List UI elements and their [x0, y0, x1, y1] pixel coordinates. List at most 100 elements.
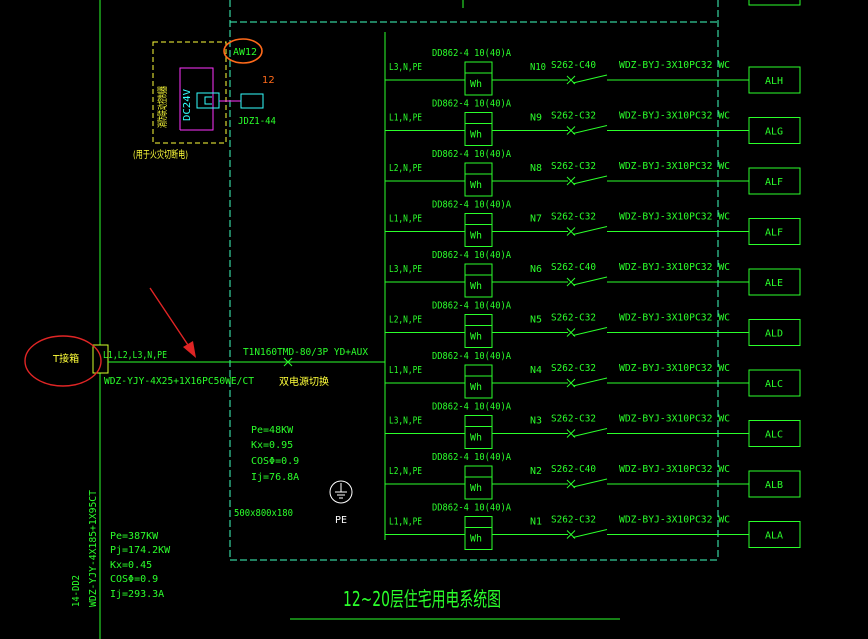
meter-label: DD862-4 10(40)A: [432, 452, 511, 463]
circuit-phase-label: L1,N,PE: [389, 113, 422, 124]
breaker-mark: [566, 126, 576, 135]
feeder-id: 14-DD2: [71, 575, 82, 607]
breaker-label: S262-C32: [551, 313, 596, 324]
meter-body: [464, 516, 493, 550]
load-box: [748, 66, 801, 94]
meter-unit: Wh: [470, 231, 482, 242]
breaker-mark: [566, 479, 576, 489]
meter-body: [464, 314, 493, 348]
switch-blade: [572, 529, 608, 538]
t-junction-box: [92, 344, 109, 374]
main-breaker-note: 双电源切换: [279, 375, 329, 388]
feeder-load-ij: Ij=293.3A: [110, 589, 164, 600]
circuit-id: N8: [530, 163, 542, 174]
circuit-phase-label: L2,N,PE: [389, 163, 422, 174]
meter-icon: Wh: [464, 415, 493, 449]
load-label: ALC: [765, 379, 783, 390]
load-label: ALF: [765, 228, 783, 239]
load-label: ALE: [765, 278, 783, 289]
feeder-load-kx: Kx=0.45: [110, 560, 152, 571]
circuit-cable-label: WDZ-BYJ-3X10PC32 WC: [619, 60, 730, 71]
box-load-cos: COSΦ=0.9: [251, 456, 299, 467]
pe-label: PE: [335, 515, 347, 526]
meter-unit: Wh: [470, 483, 482, 494]
breaker-label: S262-C40: [551, 464, 596, 475]
meter-unit: Wh: [470, 534, 482, 545]
breaker-label: S262-C32: [551, 515, 596, 526]
fire-control-module: [152, 41, 264, 144]
relay-box: [240, 93, 264, 109]
meter-label: DD862-4 10(40)A: [432, 99, 511, 110]
switch-blade: [572, 74, 608, 84]
meter-unit: Wh: [470, 79, 482, 90]
breaker-label: S262-C32: [551, 414, 596, 425]
load-box: [748, 470, 801, 498]
meter-unit: Wh: [470, 180, 482, 191]
switch-blade: [572, 125, 608, 134]
meter-label: DD862-4 10(40)A: [432, 48, 511, 59]
circuit-phase-label: L3,N,PE: [389, 416, 422, 427]
load-box: [748, 420, 801, 447]
markup-circle: [223, 38, 263, 64]
upper-drawing-fragment: [462, 0, 801, 8]
breaker-mark: [566, 227, 576, 236]
circuit-phase-label: L2,N,PE: [389, 315, 422, 326]
load-label: ALA: [765, 531, 783, 542]
feeder-cable: WDZ-YJY-4X185+1X95CT: [88, 490, 99, 607]
circuit-cable-label: WDZ-BYJ-3X10PC32 WC: [619, 313, 730, 324]
breaker-label: S262-C40: [551, 60, 596, 71]
breaker-label: S262-C32: [551, 161, 596, 172]
circuit-cable-label: WDZ-BYJ-3X10PC32 WC: [619, 363, 730, 374]
load-box: [748, 521, 801, 548]
load-label: ALB: [765, 480, 783, 491]
breaker-mark: [566, 75, 576, 85]
feeder-load-cos: COSΦ=0.9: [110, 574, 158, 585]
circuit-id: N7: [530, 214, 542, 225]
breaker-label: S262-C40: [551, 262, 596, 273]
meter-label: DD862-4 10(40)A: [432, 301, 511, 312]
meter-icon: Wh: [464, 112, 493, 146]
circuit-phase-label: L1,N,PE: [389, 365, 422, 376]
ground-icon: [329, 480, 353, 504]
incoming-phases: L1,L2,L3,N,PE: [103, 350, 167, 361]
meter-icon: Wh: [464, 364, 493, 399]
circuit-cable-label: WDZ-BYJ-3X10PC32 WC: [619, 464, 730, 475]
meter-body: [464, 112, 493, 146]
load-label: ALG: [765, 127, 783, 138]
box-size: 500x800x180: [234, 508, 293, 519]
main-breaker-label: T1N160TMD-80/3P YD+AUX: [243, 347, 368, 358]
meter-icon: Wh: [464, 516, 493, 550]
load-box: [748, 268, 801, 296]
drawing-title: 12~20层住宅用电系统图: [343, 587, 501, 611]
switch-blade: [572, 276, 608, 286]
circuit-phase-label: L1,N,PE: [389, 214, 422, 225]
markup-arrow: [149, 287, 196, 358]
distribution-box-frame: [229, 0, 719, 561]
circuit-id: N4: [530, 365, 542, 376]
meter-body: [464, 465, 493, 500]
box-load-ij: Ij=76.8A: [251, 472, 299, 483]
control-label: 消防联动控制器: [156, 86, 169, 128]
box-tag: AW12: [233, 47, 257, 58]
load-label: ALF: [765, 177, 783, 188]
incoming-cable: WDZ-YJY-4X25+1X16PC50WE/CT: [104, 376, 254, 387]
circuit-id: N9: [530, 113, 542, 124]
control-voltage: DC24V: [182, 89, 193, 121]
meter-icon: Wh: [464, 61, 493, 96]
handwritten-note: 12: [262, 75, 275, 86]
meter-unit: Wh: [470, 433, 482, 444]
breaker-label: S262-C32: [551, 212, 596, 223]
t-box-label: T接箱: [52, 352, 79, 365]
load-box: [748, 369, 801, 397]
circuit-cable-label: WDZ-BYJ-3X10PC32 WC: [619, 212, 730, 223]
meter-label: DD862-4 10(40)A: [432, 149, 511, 160]
control-note: (用于火灾切断电): [133, 148, 188, 161]
meter-unit: Wh: [470, 382, 482, 393]
meter-icon: Wh: [464, 263, 493, 298]
